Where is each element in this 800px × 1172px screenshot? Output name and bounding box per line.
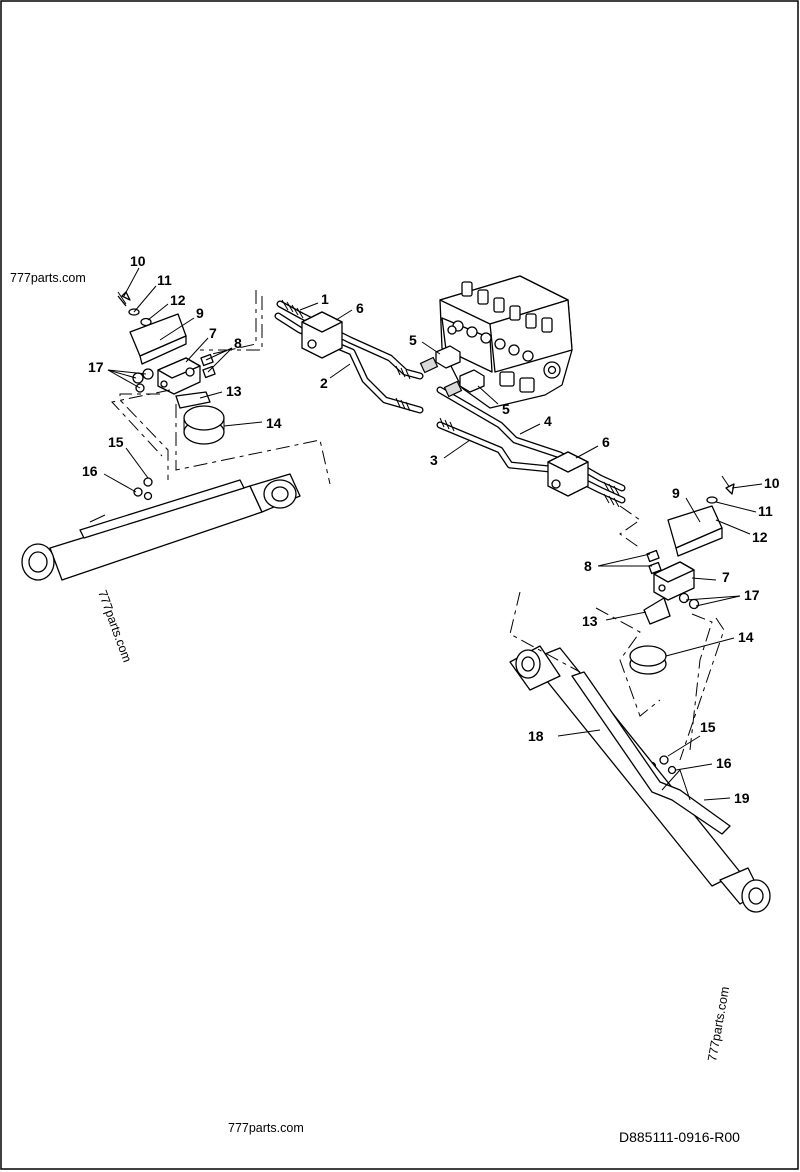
right-bracket-9 xyxy=(667,505,723,557)
callout-numbers: 10 11 12 9 7 8 17 13 14 15 16 1 6 2 5 5 … xyxy=(82,253,780,806)
fitting-5-upper xyxy=(419,345,461,374)
callout-13-right: 13 xyxy=(582,613,598,629)
left-bolt-10 xyxy=(117,291,131,307)
callout-9-left: 9 xyxy=(196,305,204,321)
callout-6-lower: 6 xyxy=(602,434,610,450)
callout-15-left: 15 xyxy=(108,434,124,450)
callout-5-lower: 5 xyxy=(502,401,510,417)
callout-10-right: 10 xyxy=(764,475,780,491)
right-block-7 xyxy=(653,561,695,601)
drawing-code: D885111-0916-R00 xyxy=(619,1129,740,1145)
callout-5-upper: 5 xyxy=(409,332,417,348)
callout-15-right: 15 xyxy=(700,719,716,735)
valve-spools xyxy=(447,281,561,393)
tube-3 xyxy=(436,421,626,504)
right-cylinder xyxy=(509,645,771,913)
left-cylinder xyxy=(21,473,301,581)
right-fittings-17 xyxy=(678,592,700,610)
right-tube-19 xyxy=(571,671,731,835)
watermark-left-rotated: 777parts.com xyxy=(95,588,134,664)
leader-lines xyxy=(103,267,763,801)
right-band-14 xyxy=(629,645,667,675)
watermark-bottom: 777parts.com xyxy=(228,1121,304,1135)
callout-9-right: 9 xyxy=(672,485,680,501)
left-band-14 xyxy=(183,405,225,445)
callout-11-left: 11 xyxy=(157,272,172,288)
right-washer-11 xyxy=(706,496,718,504)
tube-4 xyxy=(436,386,626,492)
callout-16-right: 16 xyxy=(716,755,732,771)
callout-12-right: 12 xyxy=(752,529,768,545)
callout-7-left: 7 xyxy=(209,325,217,341)
hose-2 xyxy=(274,312,424,414)
clamp-6-upper xyxy=(301,311,343,359)
callout-6-upper: 6 xyxy=(356,300,364,316)
left-fittings-8 xyxy=(200,353,216,379)
right-fittings-8 xyxy=(646,549,662,575)
left-fittings-15-16 xyxy=(133,477,153,501)
callout-12-left: 12 xyxy=(170,292,186,308)
callout-2: 2 xyxy=(320,375,328,391)
callout-13-left: 13 xyxy=(226,383,242,399)
watermark-right-rotated: 777parts.com xyxy=(705,986,732,1063)
watermark-top-left: 777parts.com xyxy=(10,271,86,285)
right-plate-13 xyxy=(643,597,671,625)
hose-threads xyxy=(281,299,620,508)
callout-11-right: 11 xyxy=(758,503,773,519)
left-plate-13 xyxy=(175,391,211,409)
callout-8-left: 8 xyxy=(234,335,242,351)
callout-4: 4 xyxy=(544,413,552,429)
callout-8-right: 8 xyxy=(584,558,592,574)
clamp-6-lower xyxy=(547,451,589,497)
callout-14-left: 14 xyxy=(266,415,282,431)
left-block-7 xyxy=(157,357,201,395)
callout-17-left: 17 xyxy=(88,359,104,375)
callout-7-right: 7 xyxy=(722,569,730,585)
left-bracket-9 xyxy=(129,313,187,365)
callout-19: 19 xyxy=(734,790,750,806)
callout-16-left: 16 xyxy=(82,463,98,479)
callout-1: 1 xyxy=(321,291,329,307)
right-bolt-10 xyxy=(721,475,735,495)
callout-3: 3 xyxy=(430,452,438,468)
callout-17-right: 17 xyxy=(744,587,760,603)
callout-18: 18 xyxy=(528,728,544,744)
callout-14-right: 14 xyxy=(738,629,754,645)
callout-10-left: 10 xyxy=(130,253,146,269)
